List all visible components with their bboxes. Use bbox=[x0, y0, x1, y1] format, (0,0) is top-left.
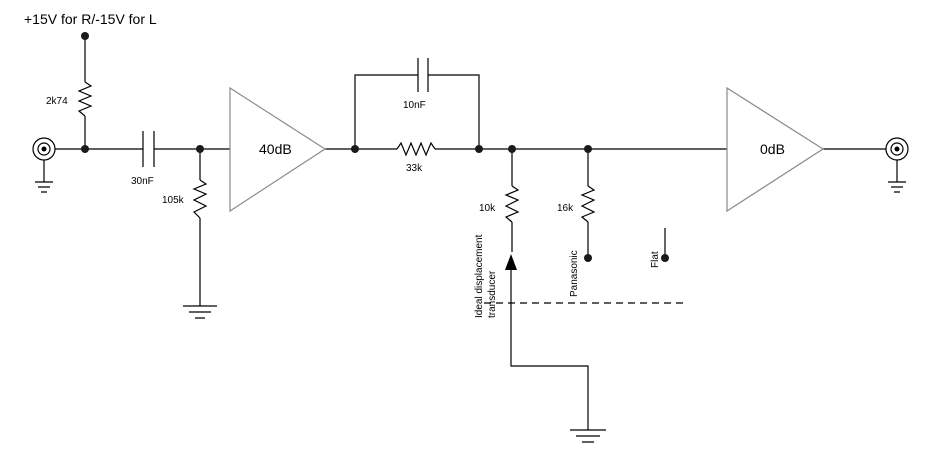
switch-position-ideal-line-2: transducer bbox=[487, 270, 498, 318]
switch-position-panasonic: Panasonic bbox=[569, 250, 580, 297]
feedback-resistor: 33k bbox=[396, 141, 436, 174]
input-resistor-label: 105k bbox=[162, 195, 185, 206]
load-resistor-1-label: 10k bbox=[479, 203, 496, 214]
switch-wiper-icon bbox=[505, 254, 517, 278]
feedback-resistor-label: 33k bbox=[406, 163, 423, 174]
switch-position-flat-label: Flat bbox=[650, 251, 661, 268]
pullup-resistor-label: 2k74 bbox=[46, 96, 68, 107]
input-capacitor: 30nF bbox=[131, 131, 155, 187]
switch-position-ideal-line-1: Ideal displacement bbox=[474, 234, 485, 318]
switch-position-panasonic-label: Panasonic bbox=[569, 250, 580, 297]
ground-icon-input bbox=[183, 305, 217, 319]
load-resistor-2: 16k bbox=[557, 185, 596, 223]
signal-wires bbox=[55, 36, 886, 430]
feedback-capacitor-label: 10nF bbox=[403, 100, 426, 111]
input-resistor: 105k bbox=[162, 179, 208, 219]
input-capacitor-label: 30nF bbox=[131, 176, 154, 187]
switch-position-ideal-label: Ideal displacement transducer bbox=[474, 232, 498, 318]
load-resistor-1: 10k bbox=[479, 185, 520, 223]
input-connector-icon bbox=[32, 137, 56, 193]
amplifier-0db-label: 0dB bbox=[760, 141, 785, 157]
ground-icon-switch bbox=[570, 429, 606, 443]
load-resistor-2-label: 16k bbox=[557, 203, 574, 214]
output-connector-icon bbox=[885, 137, 909, 193]
supply-label: +15V for R/-15V for L bbox=[24, 11, 157, 27]
amplifier-0db: 0dB bbox=[726, 86, 825, 213]
switch-position-ideal: Ideal displacement transducer bbox=[474, 232, 498, 318]
switch-position-flat: Flat bbox=[650, 251, 661, 268]
amplifier-40db: 40dB bbox=[229, 86, 327, 213]
pullup-resistor: 2k74 bbox=[46, 81, 93, 117]
junction-dots bbox=[81, 32, 669, 262]
amplifier-40db-label: 40dB bbox=[259, 141, 292, 157]
feedback-capacitor: 10nF bbox=[403, 58, 429, 111]
